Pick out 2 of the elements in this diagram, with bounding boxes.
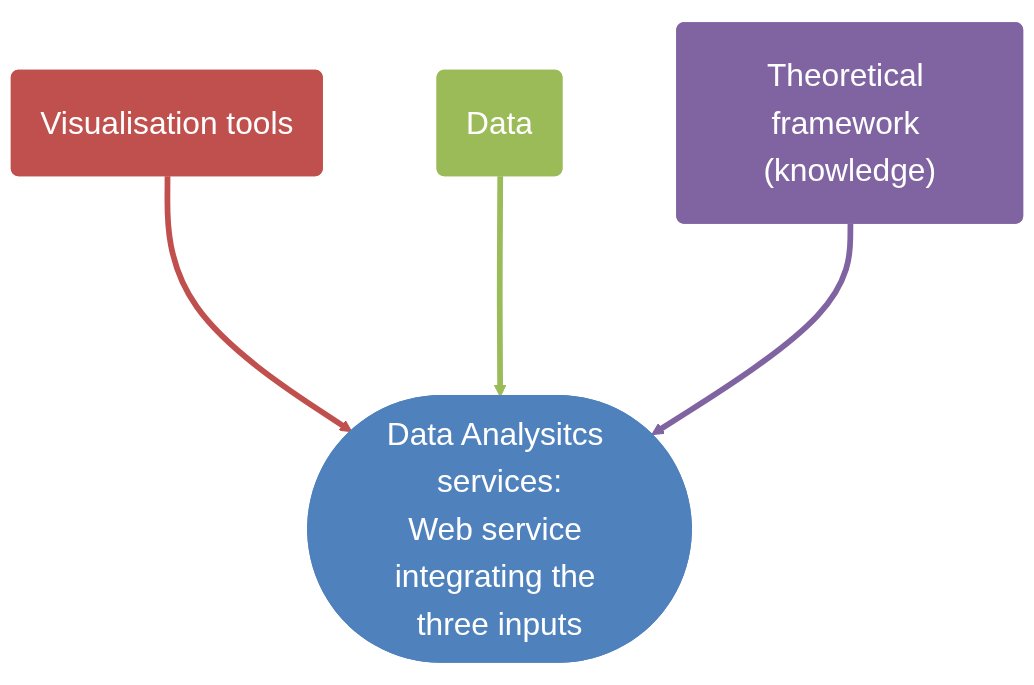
arrow — [651, 223, 854, 436]
arrow — [164, 176, 353, 433]
